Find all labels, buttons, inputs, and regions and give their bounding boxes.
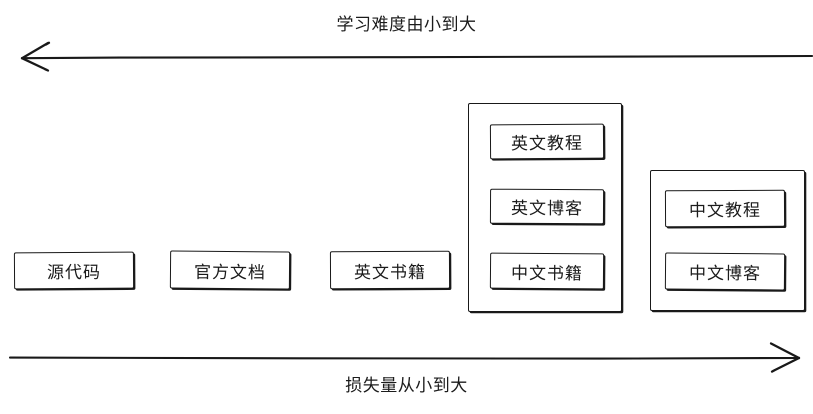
node-label: 中文教程 [688,200,762,222]
node-label: 中文博客 [688,263,762,285]
node-english-tutorial[interactable]: 英文教程 [489,123,605,160]
node-chinese-tutorial[interactable]: 中文教程 [664,189,786,228]
group-english-materials[interactable]: 英文教程 英文博客 中文书籍 [468,103,622,312]
node-source-code[interactable]: 源代码 [13,251,135,290]
group-chinese-materials[interactable]: 中文教程 中文博客 [650,170,805,311]
node-chinese-books[interactable]: 中文书籍 [489,252,605,290]
node-label: 英文教程 [510,133,584,155]
node-english-blog[interactable]: 英文博客 [489,188,605,225]
node-label: 中文书籍 [510,263,584,284]
left-arrow-icon [20,41,813,72]
bottom-axis-label: 损失量从小到大 [345,376,468,396]
node-label: 源代码 [46,262,102,284]
node-english-books[interactable]: 英文书籍 [329,250,451,290]
top-axis-label: 学习难度由小到大 [336,15,477,35]
right-arrow-icon [8,342,801,373]
node-chinese-blog[interactable]: 中文博客 [664,252,786,291]
node-label: 官方文档 [193,262,267,283]
node-official-docs[interactable]: 官方文档 [169,250,291,290]
node-label: 英文书籍 [353,262,427,283]
node-label: 英文博客 [510,198,584,220]
